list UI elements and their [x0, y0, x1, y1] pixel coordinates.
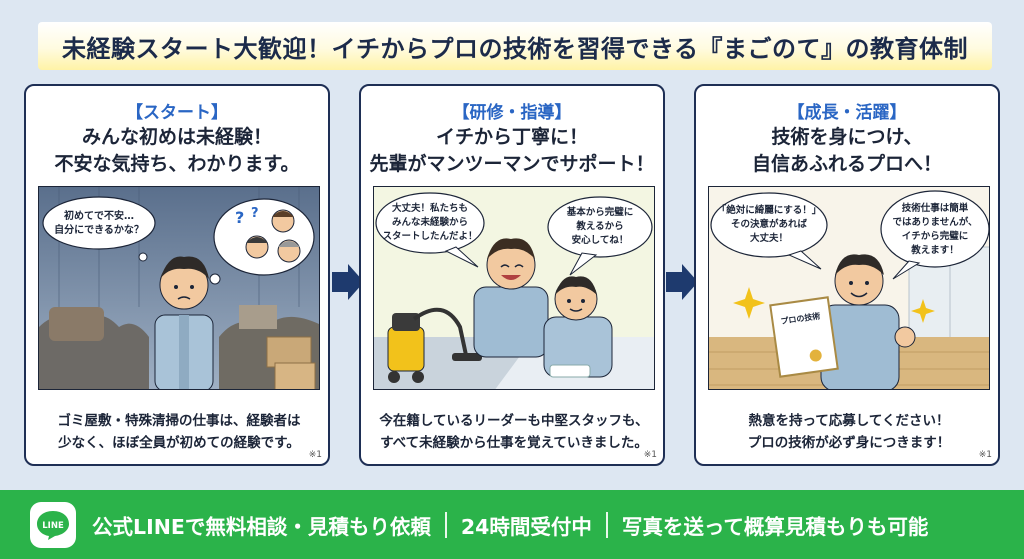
- bubble-text-line: 技術仕事は簡単: [902, 202, 969, 214]
- caption-line: プロの技術が必ず身につきます！: [747, 435, 951, 451]
- footer-divider: [444, 511, 447, 538]
- panel-heading: みんな初めは未経験！ 不安な気持ち、わかります。: [26, 124, 328, 178]
- footnote-mark: ※1: [978, 450, 992, 460]
- heading-line: 不安な気持ち、わかります。: [54, 153, 300, 175]
- footer-consult: 公式LINEで無料相談・見積もり依頼: [92, 514, 431, 539]
- panel-start: 【スタート】 みんな初めは未経験！ 不安な気持ち、わかります。: [24, 84, 330, 466]
- bubble-text-line: 教えるから: [575, 220, 623, 232]
- caption-line: 少なく、ほぼ全員が初めての経験です。: [58, 435, 300, 451]
- bubble-text-line: 安心してね！: [572, 234, 629, 246]
- panel-training: 【研修・指導】 イチから丁寧に！ 先輩がマンツーマンでサポート！ 大丈夫！私たち…: [359, 84, 665, 466]
- page-title: 未経験スタート大歓迎！イチからプロの技術を習得できる『まごのて』の教育体制: [61, 34, 969, 63]
- bubble-text-line: 大丈夫！: [750, 232, 788, 244]
- illustration-mentoring: 大丈夫！私たちも みんな未経験から スタートしたんだよ！ 基本から完璧に 教える…: [373, 186, 655, 390]
- heading-line: 先輩がマンツーマンでサポート！: [369, 153, 655, 175]
- panel-caption: 熱意を持って応募してください！ プロの技術が必ず身につきます！: [702, 410, 996, 454]
- panel-caption: 今在籍しているリーダーも中堅スタッフも、 すべて未経験から仕事を覚えていきました…: [367, 410, 661, 454]
- heading-line: みんな初めは未経験！: [81, 126, 272, 148]
- bubble-text-line: スタートしたんだよ！: [382, 230, 477, 242]
- panel-growth: 【成長・活躍】 技術を身につけ、 自信あふれるプロへ！ 「絶対に綺麗にする！」 …: [694, 84, 1000, 466]
- footer-24h: 24時間受付中: [460, 514, 592, 539]
- footer-photo-estimate: 写真を送って概算見積もりも可能: [621, 514, 929, 539]
- bubble-text-line: 初めてで不安…: [64, 209, 134, 222]
- panel-heading: 技術を身につけ、 自信あふれるプロへ！: [696, 124, 998, 178]
- arrow-right-icon: [666, 264, 698, 300]
- panel-tag: 【成長・活躍】: [787, 103, 907, 123]
- panel-tag: 【研修・指導】: [452, 103, 572, 123]
- bubble-text-line: みんな未経験から: [392, 216, 468, 228]
- heading-line: 技術を身につけ、: [771, 126, 923, 148]
- question-mark-icon: ?: [235, 208, 244, 227]
- footnote-mark: ※1: [308, 450, 322, 460]
- heading-line: 自信あふれるプロへ！: [751, 153, 942, 175]
- bubble-text-line: 教えます！: [910, 244, 959, 256]
- caption-line: すべて未経験から仕事を覚えていきました。: [380, 435, 648, 451]
- title-banner: 未経験スタート大歓迎！イチからプロの技術を習得できる『まごのて』の教育体制: [38, 22, 992, 70]
- bubble-text-line: 自分にできるかな？: [54, 223, 144, 236]
- panel-caption: ゴミ屋敷・特殊清掃の仕事は、経験者は 少なく、ほぼ全員が初めての経験です。: [32, 410, 326, 454]
- bubble-text-line: 「絶対に綺麗にする！」: [717, 204, 822, 216]
- line-logo-icon[interactable]: LINE: [30, 501, 76, 548]
- footnote-mark: ※1: [643, 450, 657, 460]
- bubble-text-line: その決意があれば: [731, 218, 808, 230]
- line-contact-banner[interactable]: LINE 公式LINEで無料相談・見積もり依頼 24時間受付中 写真を送って概算…: [0, 490, 1024, 559]
- panel-tag: 【スタート】: [126, 103, 228, 123]
- illustration-professional: 「絶対に綺麗にする！」 その決意があれば 大丈夫！ 技術仕事は簡単 ではありませ…: [708, 186, 990, 390]
- bubble-text-line: 基本から完璧に: [566, 206, 634, 218]
- arrow-right-icon: [332, 264, 364, 300]
- caption-line: ゴミ屋敷・特殊清掃の仕事は、経験者は: [57, 413, 301, 429]
- caption-line: 今在籍しているリーダーも中堅スタッフも、: [379, 413, 649, 429]
- bubble-text-line: 大丈夫！私たちも: [392, 202, 468, 214]
- caption-line: 熱意を持って応募してください！: [748, 413, 950, 429]
- line-logo-text: LINE: [42, 521, 64, 531]
- question-mark-icon: ?: [251, 206, 259, 221]
- bubble-text-line: イチから完璧に: [902, 230, 969, 242]
- sparkle-icon: [733, 287, 765, 319]
- panel-heading: イチから丁寧に！ 先輩がマンツーマンでサポート！: [361, 124, 663, 178]
- bubble-text-line: ではありませんが、: [892, 216, 977, 228]
- sparkle-icon: [911, 299, 935, 323]
- heading-line: イチから丁寧に！: [435, 126, 588, 148]
- footer-divider: [605, 511, 608, 538]
- footer-text: 公式LINEで無料相談・見積もり依頼 24時間受付中 写真を送って概算見積もりも…: [92, 510, 928, 540]
- illustration-beginner: 初めてで不安… 自分にできるかな？ ? ?: [38, 186, 320, 390]
